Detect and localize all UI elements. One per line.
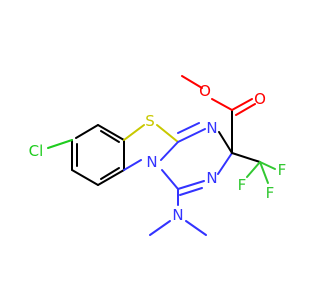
bond-f — [259, 161, 269, 184]
bond — [71, 169, 99, 186]
atom-oxygen-carbonyl: O — [254, 90, 266, 108]
atom-chlorine: Cl — [29, 142, 44, 160]
bond — [123, 159, 142, 171]
bond — [181, 75, 203, 89]
structure-svg: Cl S N N N N O O F F F — [29, 75, 287, 236]
bond — [97, 169, 125, 186]
bond-double-inner — [177, 122, 200, 134]
atom-fluorine-right: F — [278, 161, 287, 179]
bond-double-inner — [100, 167, 120, 180]
atom-labels: Cl S N N N N O O F F F — [29, 82, 287, 224]
bond — [185, 220, 207, 236]
atom-nitrogen-ring-fused: N — [146, 153, 157, 171]
bond — [231, 98, 253, 111]
atom-fluorine-bottom: F — [266, 184, 275, 202]
bond — [161, 169, 179, 190]
bond-double-inner — [100, 130, 120, 143]
bond — [160, 141, 179, 161]
bond — [217, 152, 233, 175]
atom-sulfur: S — [145, 112, 155, 130]
bond — [177, 128, 206, 143]
bond-cl — [47, 139, 73, 149]
bond-f — [259, 161, 276, 170]
bond-s — [156, 124, 179, 143]
bond — [75, 124, 99, 139]
bond — [177, 180, 205, 190]
atom-oxygen-ester: O — [199, 82, 211, 100]
bond-f — [246, 161, 261, 178]
bond — [218, 131, 233, 154]
bond-double — [235, 103, 256, 116]
molecule-diagram: Cl S N N N N O O F F F — [29, 75, 287, 236]
bond — [149, 220, 171, 236]
bonds — [47, 75, 276, 236]
bond — [97, 124, 125, 141]
bond-s — [123, 124, 145, 141]
atom-nitrogen-ring-top: N — [206, 119, 217, 137]
bond — [231, 152, 261, 163]
atom-nitrogen-ring-bottom: N — [206, 169, 217, 187]
atom-fluorine-left: F — [238, 176, 247, 194]
atom-nitrogen-amine: N — [172, 206, 183, 224]
bond — [211, 98, 233, 111]
bond-double-inner — [179, 187, 203, 196]
